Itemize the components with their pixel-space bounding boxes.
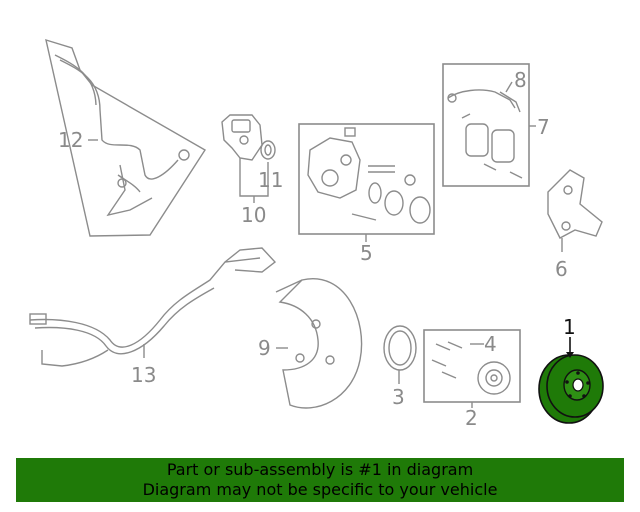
label-9: 9: [258, 336, 271, 360]
part-2-hub-bearing[interactable]: [477, 361, 511, 395]
label-4: 4: [484, 332, 497, 356]
label-13: 13: [131, 363, 156, 387]
parts-diagram: 12 11 10 5 8: [29, 38, 604, 430]
label-8: 8: [514, 68, 527, 92]
label-3: 3: [392, 385, 405, 409]
banner-line-1: Part or sub-assembly is #1 in diagram: [166, 460, 474, 479]
label-5: 5: [360, 241, 373, 265]
part-11-seal[interactable]: [260, 140, 276, 160]
label-10: 10: [241, 203, 266, 227]
label-6: 6: [555, 257, 568, 281]
label-12: 12: [58, 128, 83, 152]
banner-line-2: Diagram may not be specific to your vehi…: [142, 480, 498, 499]
label-2: 2: [465, 406, 478, 430]
label-1: 1: [563, 315, 576, 339]
part-10-caliper-bracket[interactable]: [221, 114, 263, 161]
part-8-wear-sensor[interactable]: [499, 91, 521, 113]
part-5-caliper-assembly[interactable]: [307, 127, 431, 224]
part-1-brake-rotor[interactable]: [538, 354, 604, 424]
label-7: 7: [537, 115, 550, 139]
part-13-parking-brake-cable[interactable]: [29, 247, 277, 367]
part-6-caliper-support[interactable]: [547, 169, 603, 239]
part-12-brake-line-assembly[interactable]: [45, 38, 206, 237]
label-11: 11: [258, 168, 283, 192]
part-7-brake-pads[interactable]: [447, 89, 523, 179]
part-9-dust-shield[interactable]: [275, 278, 363, 409]
part-4-bolts[interactable]: [431, 341, 463, 379]
leader-1-arrow: [566, 352, 574, 358]
info-banner: Part or sub-assembly is #1 in diagram Di…: [16, 458, 624, 502]
leader-8: [505, 81, 513, 93]
part-3-ring[interactable]: [383, 325, 417, 371]
